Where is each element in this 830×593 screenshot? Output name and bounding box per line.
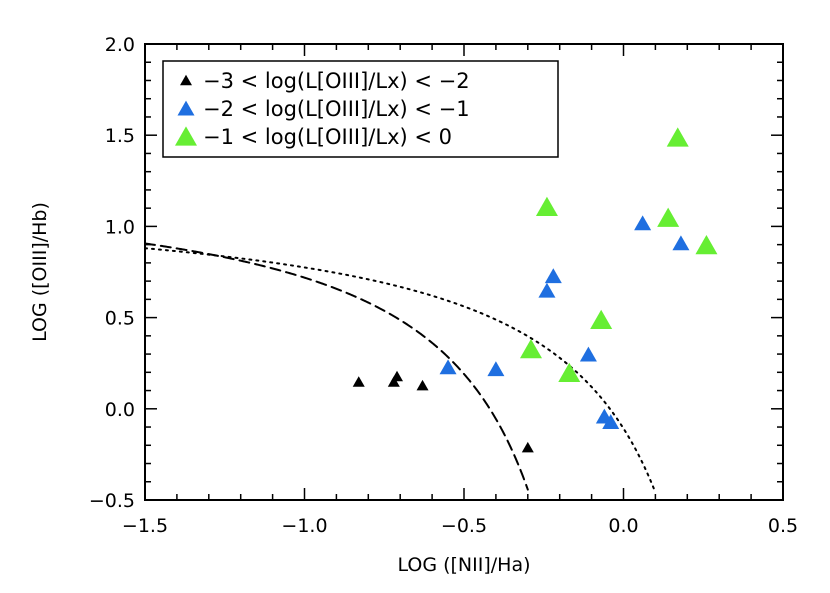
legend: −3 < log(L[OIII]/Lx) < −2 −2 < log(L[OIII…	[162, 60, 559, 158]
data-point	[519, 338, 542, 359]
data-point	[602, 414, 620, 430]
y-tick-label: 1.0	[105, 216, 135, 238]
y-tick-label: 0.0	[105, 399, 135, 421]
series-2	[439, 215, 690, 430]
legend-box	[162, 60, 559, 158]
legend-marker	[177, 100, 195, 116]
data-point	[544, 268, 562, 284]
data-point	[634, 215, 652, 231]
x-axis-label: LOG ([NII]/Ha)	[397, 554, 530, 576]
legend-label: −2 < log(L[OIII]/Lx) < −1	[203, 97, 470, 121]
data-point	[387, 376, 400, 387]
data-point	[391, 370, 404, 382]
data-point	[538, 282, 556, 298]
legend-label: −1 < log(L[OIII]/Lx) < 0	[203, 125, 452, 149]
data-point	[579, 346, 597, 362]
demarcation-curves	[145, 242, 657, 494]
data-point	[521, 441, 534, 453]
series-3	[519, 127, 718, 382]
series-1	[352, 370, 534, 453]
axis-ticks	[144, 43, 784, 501]
y-axis-label: LOG ([OIII]/Hb)	[29, 202, 51, 342]
y-tick-label: −0.5	[89, 490, 135, 512]
y-tick-label: 1.5	[105, 125, 135, 147]
legend-marker	[175, 126, 197, 146]
legend-marker	[180, 74, 192, 86]
data-point	[672, 235, 690, 251]
data-point	[352, 376, 365, 387]
data-point	[657, 207, 680, 227]
x-tick-label: −0.5	[441, 515, 487, 537]
data-point	[558, 362, 581, 382]
x-tick-label: 0.0	[608, 515, 638, 537]
data-point	[666, 127, 689, 147]
y-tick-label: 2.0	[105, 34, 135, 56]
legend-label: −3 < log(L[OIII]/Lx) < −2	[203, 69, 470, 93]
data-points	[352, 127, 718, 453]
x-tick-label: −1.5	[122, 515, 168, 537]
x-tick-label: −1.0	[281, 515, 327, 537]
dotted-curve	[145, 247, 657, 494]
y-tick-labels: −0.5 0.0 0.5 1.0 1.5 2.0	[89, 34, 135, 512]
data-point	[439, 359, 457, 375]
data-point	[416, 379, 429, 391]
data-point	[590, 309, 613, 330]
data-point	[695, 235, 718, 255]
x-tick-labels: −1.5 −1.0 −0.5 0.0 0.5	[122, 515, 798, 537]
data-point	[535, 196, 558, 216]
data-point	[487, 361, 505, 377]
dashed-curve	[145, 242, 529, 491]
x-tick-label: 0.5	[768, 515, 798, 537]
y-tick-label: 0.5	[105, 308, 135, 330]
